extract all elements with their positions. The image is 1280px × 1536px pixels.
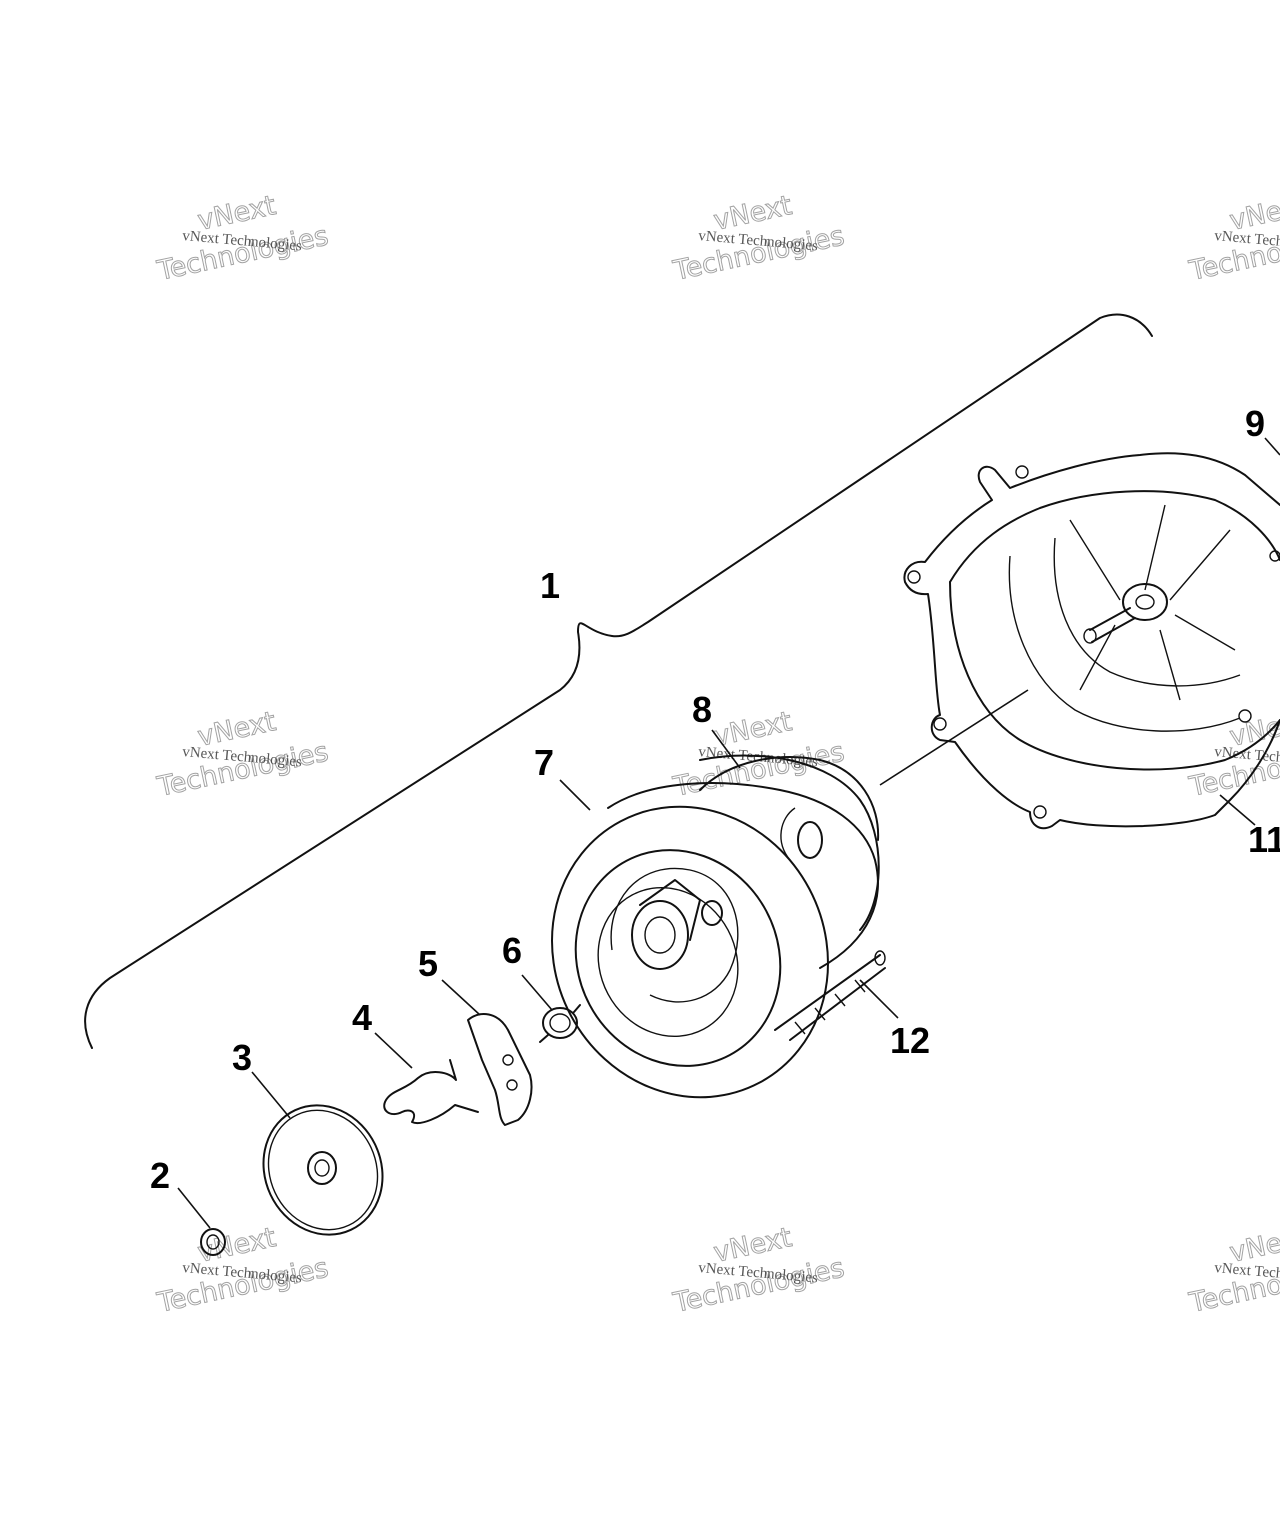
leader-8 [711,729,741,769]
leader-5 [441,979,481,1016]
callout-9: 9 [1245,403,1265,444]
leader-6 [521,974,553,1011]
callout-4: 4 [352,997,372,1038]
callout-1: 1 [540,565,560,606]
callout-12: 12 [890,1020,930,1061]
part-small-spring [539,1004,581,1043]
part-nut [200,1228,226,1256]
callout-11: 11 [1248,819,1280,860]
part-housing [903,452,1280,830]
part-pulley [551,754,880,1099]
leader-9 [1264,437,1280,456]
part-starter-rope [774,950,886,1041]
assembly-brace [84,313,1153,1049]
callout-3: 3 [232,1037,252,1078]
watermark-brand-b: Technologies [670,1252,847,1319]
watermark-brand-b: Technologies [154,220,331,287]
watermark-mid-left: vNext Technologies vNext Technologies [154,706,332,804]
callout-5: 5 [418,943,438,984]
leader-12 [859,979,899,1019]
watermark-top-center: vNext Technologies vNext Technologies [670,190,848,288]
watermark-bottom-left: vNext Technologies vNext Technologies [154,1222,332,1320]
callout-8: 8 [692,689,712,730]
part-pawl [467,1013,533,1126]
watermark-brand-b: Technologies [670,220,847,287]
callout-2: 2 [150,1155,170,1196]
leader-3 [251,1071,291,1119]
leader-lines [177,437,1280,1229]
watermark-bottom-center: vNext Technologies vNext Technologies [670,1222,848,1320]
part-recoil-spring [699,756,880,841]
callout-6: 6 [502,930,522,971]
watermark-brand-b: Technologies [154,1252,331,1319]
part-wire-clip [383,1059,479,1124]
leader-11 [1219,794,1256,826]
leader-11b [879,689,1029,786]
callout-7: 7 [534,742,554,783]
watermark-top-left: vNext Technologies vNext Technologies [154,190,332,288]
leader-7 [559,779,591,811]
leader-2 [177,1187,211,1229]
watermark-brand-b: Technologies [154,736,331,803]
part-friction-plate [262,1104,384,1236]
callout-labels: 1 2 3 4 5 6 7 8 9 11 12 [150,403,1280,1196]
watermark-top-right: vNext Technologies vNext Technologies [1186,190,1280,288]
leader-4 [374,1032,413,1069]
watermark-bottom-right: vNext Technologies vNext Technologies [1186,1222,1280,1320]
